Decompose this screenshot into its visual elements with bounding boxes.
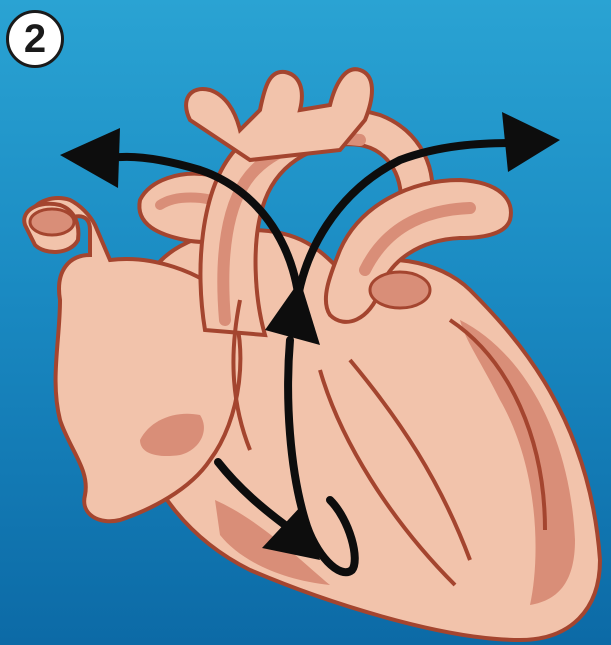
aortic-branches bbox=[186, 69, 372, 160]
vena-cava-opening bbox=[30, 209, 74, 235]
step-badge: 2 bbox=[6, 10, 64, 68]
step-number: 2 bbox=[24, 19, 46, 59]
pulmonary-vein-opening bbox=[370, 272, 430, 308]
flow-to-right-arrow bbox=[502, 112, 560, 172]
flow-to-left-arrow bbox=[60, 128, 120, 188]
